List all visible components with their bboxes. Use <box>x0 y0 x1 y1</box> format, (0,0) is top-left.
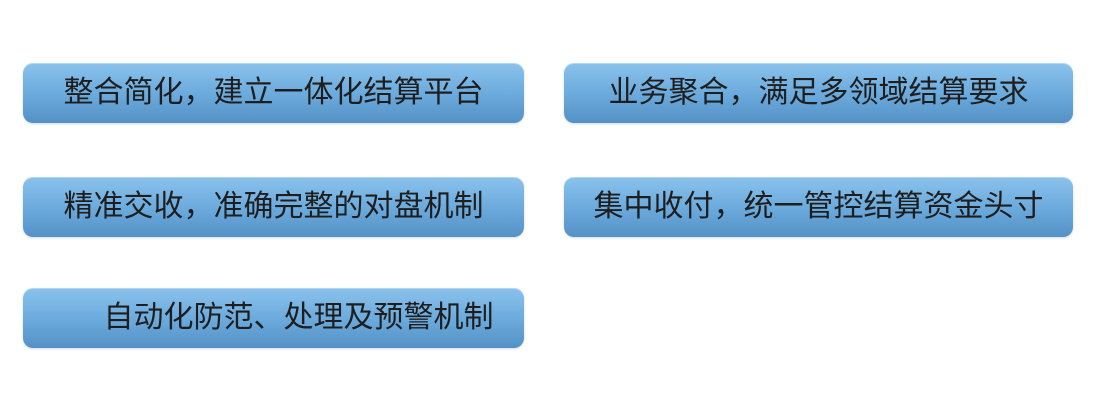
banner-centralized-payment-control: 集中收付，统一管控结算资金头寸 <box>564 177 1073 237</box>
banner-business-aggregation: 业务聚合，满足多领域结算要求 <box>564 63 1073 123</box>
banner-label: 自动化防范、处理及预警机制 <box>103 301 494 334</box>
banner-integrated-settlement-platform: 整合简化，建立一体化结算平台 <box>23 63 524 123</box>
banner-automated-warning-mechanism: 自动化防范、处理及预警机制 <box>23 288 524 348</box>
banner-precise-delivery-matching: 精准交收，准确完整的对盘机制 <box>23 177 524 237</box>
banner-label: 精准交收，准确完整的对盘机制 <box>63 190 484 223</box>
banner-label: 集中收付，统一管控结算资金头寸 <box>593 190 1044 223</box>
banner-label: 整合简化，建立一体化结算平台 <box>63 76 484 109</box>
banner-label: 业务聚合，满足多领域结算要求 <box>608 76 1029 109</box>
